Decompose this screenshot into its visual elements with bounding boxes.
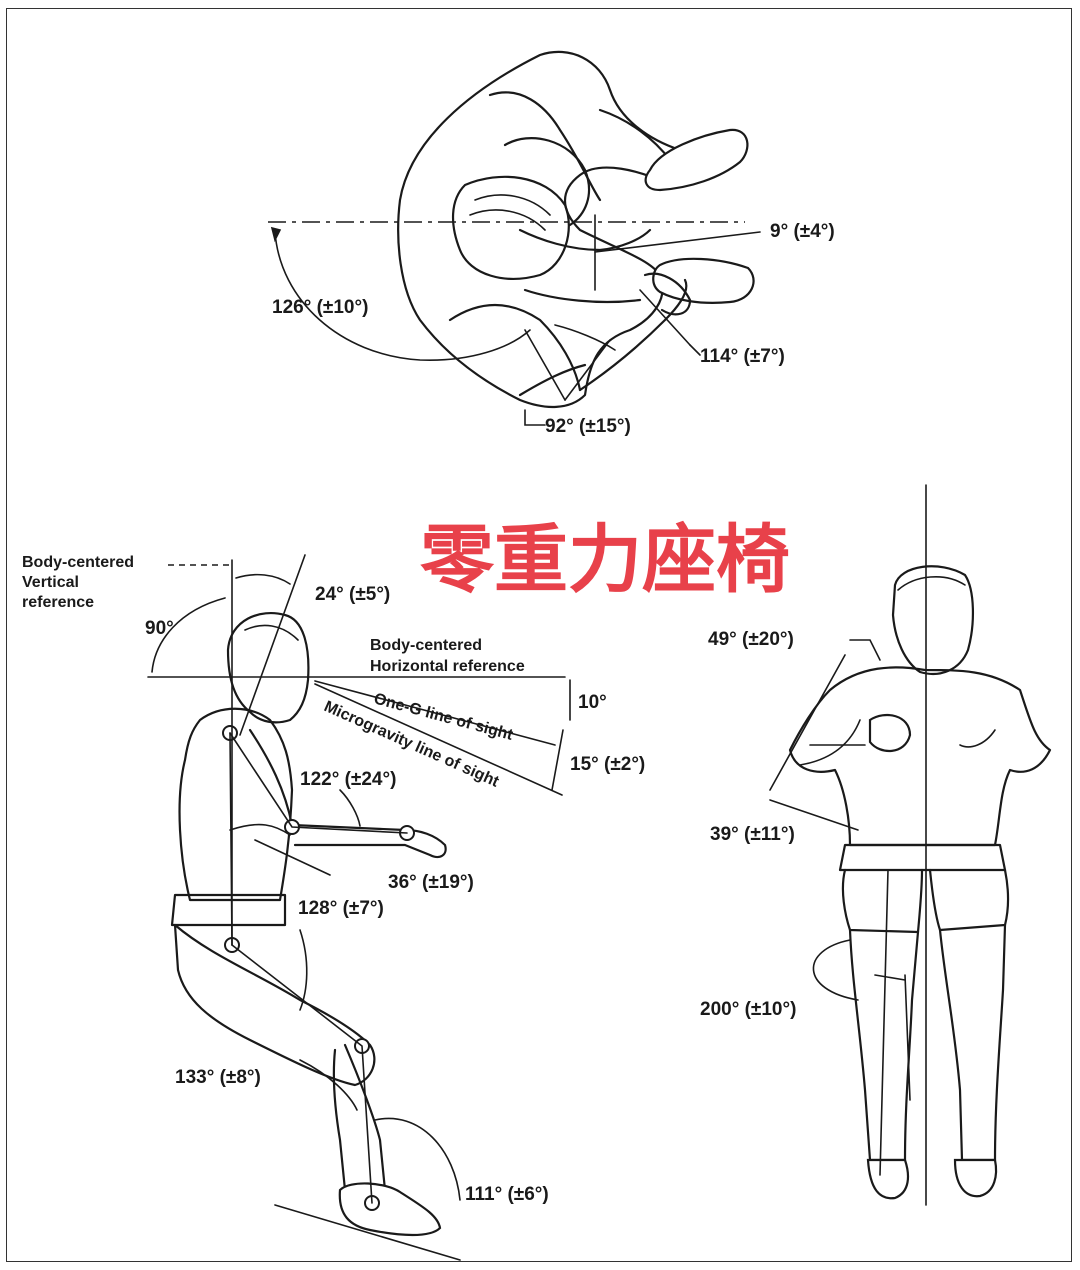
front-view-reference-lines [769,484,927,1206]
right-angle-label: 90° [145,618,174,639]
forearm-angle-label: 92° (±15°) [545,416,631,437]
upper-arm-front-label: 49° (±20°) [708,629,794,650]
shoulder-side-label: 36° (±19°) [388,872,474,893]
shoulder-angle-label: 126° (±10°) [272,297,368,318]
side-view-reference-lines [147,554,571,1261]
vertical-reference-line-1: Body-centered [22,554,134,571]
one-g-angle-label: 10° [578,692,607,713]
head-tilt-label: 24° (±5°) [315,584,390,605]
leg-front-label: 200° (±10°) [700,999,796,1020]
trunk-thigh-label: 128° (±7°) [298,898,384,919]
vertical-reference-line-2: Vertical [22,574,79,591]
top-view-reference-lines [268,214,761,426]
front-view-figure [788,565,1052,1200]
front-view-labels: 49° (±20°) 39° (±11°) 200° (±10°) [700,629,796,1020]
side-view-labels: Body-centered Vertical reference 90° 24°… [22,554,645,1205]
elbow-angle-label: 114° (±7°) [700,346,785,367]
figure-frame [6,8,1072,1262]
horizontal-reference-line-2: Horizontal reference [370,658,525,675]
microgravity-angle-label: 15° (±2°) [570,754,645,775]
ankle-side-label: 111° (±6°) [465,1184,549,1205]
vertical-reference-line-3: reference [22,594,94,611]
top-view-labels: 9° (±4°) 126° (±10°) 114° (±7°) 92° (±15… [272,221,835,437]
horizontal-reference-line-1: Body-centered [370,637,482,654]
diagram-title: 零重力座椅 [420,517,790,603]
top-view-figure [397,50,755,409]
neck-angle-label: 9° (±4°) [770,221,835,242]
forearm-front-label: 39° (±11°) [710,824,795,845]
elbow-side-label: 122° (±24°) [300,769,396,790]
knee-side-label: 133° (±8°) [175,1067,261,1088]
